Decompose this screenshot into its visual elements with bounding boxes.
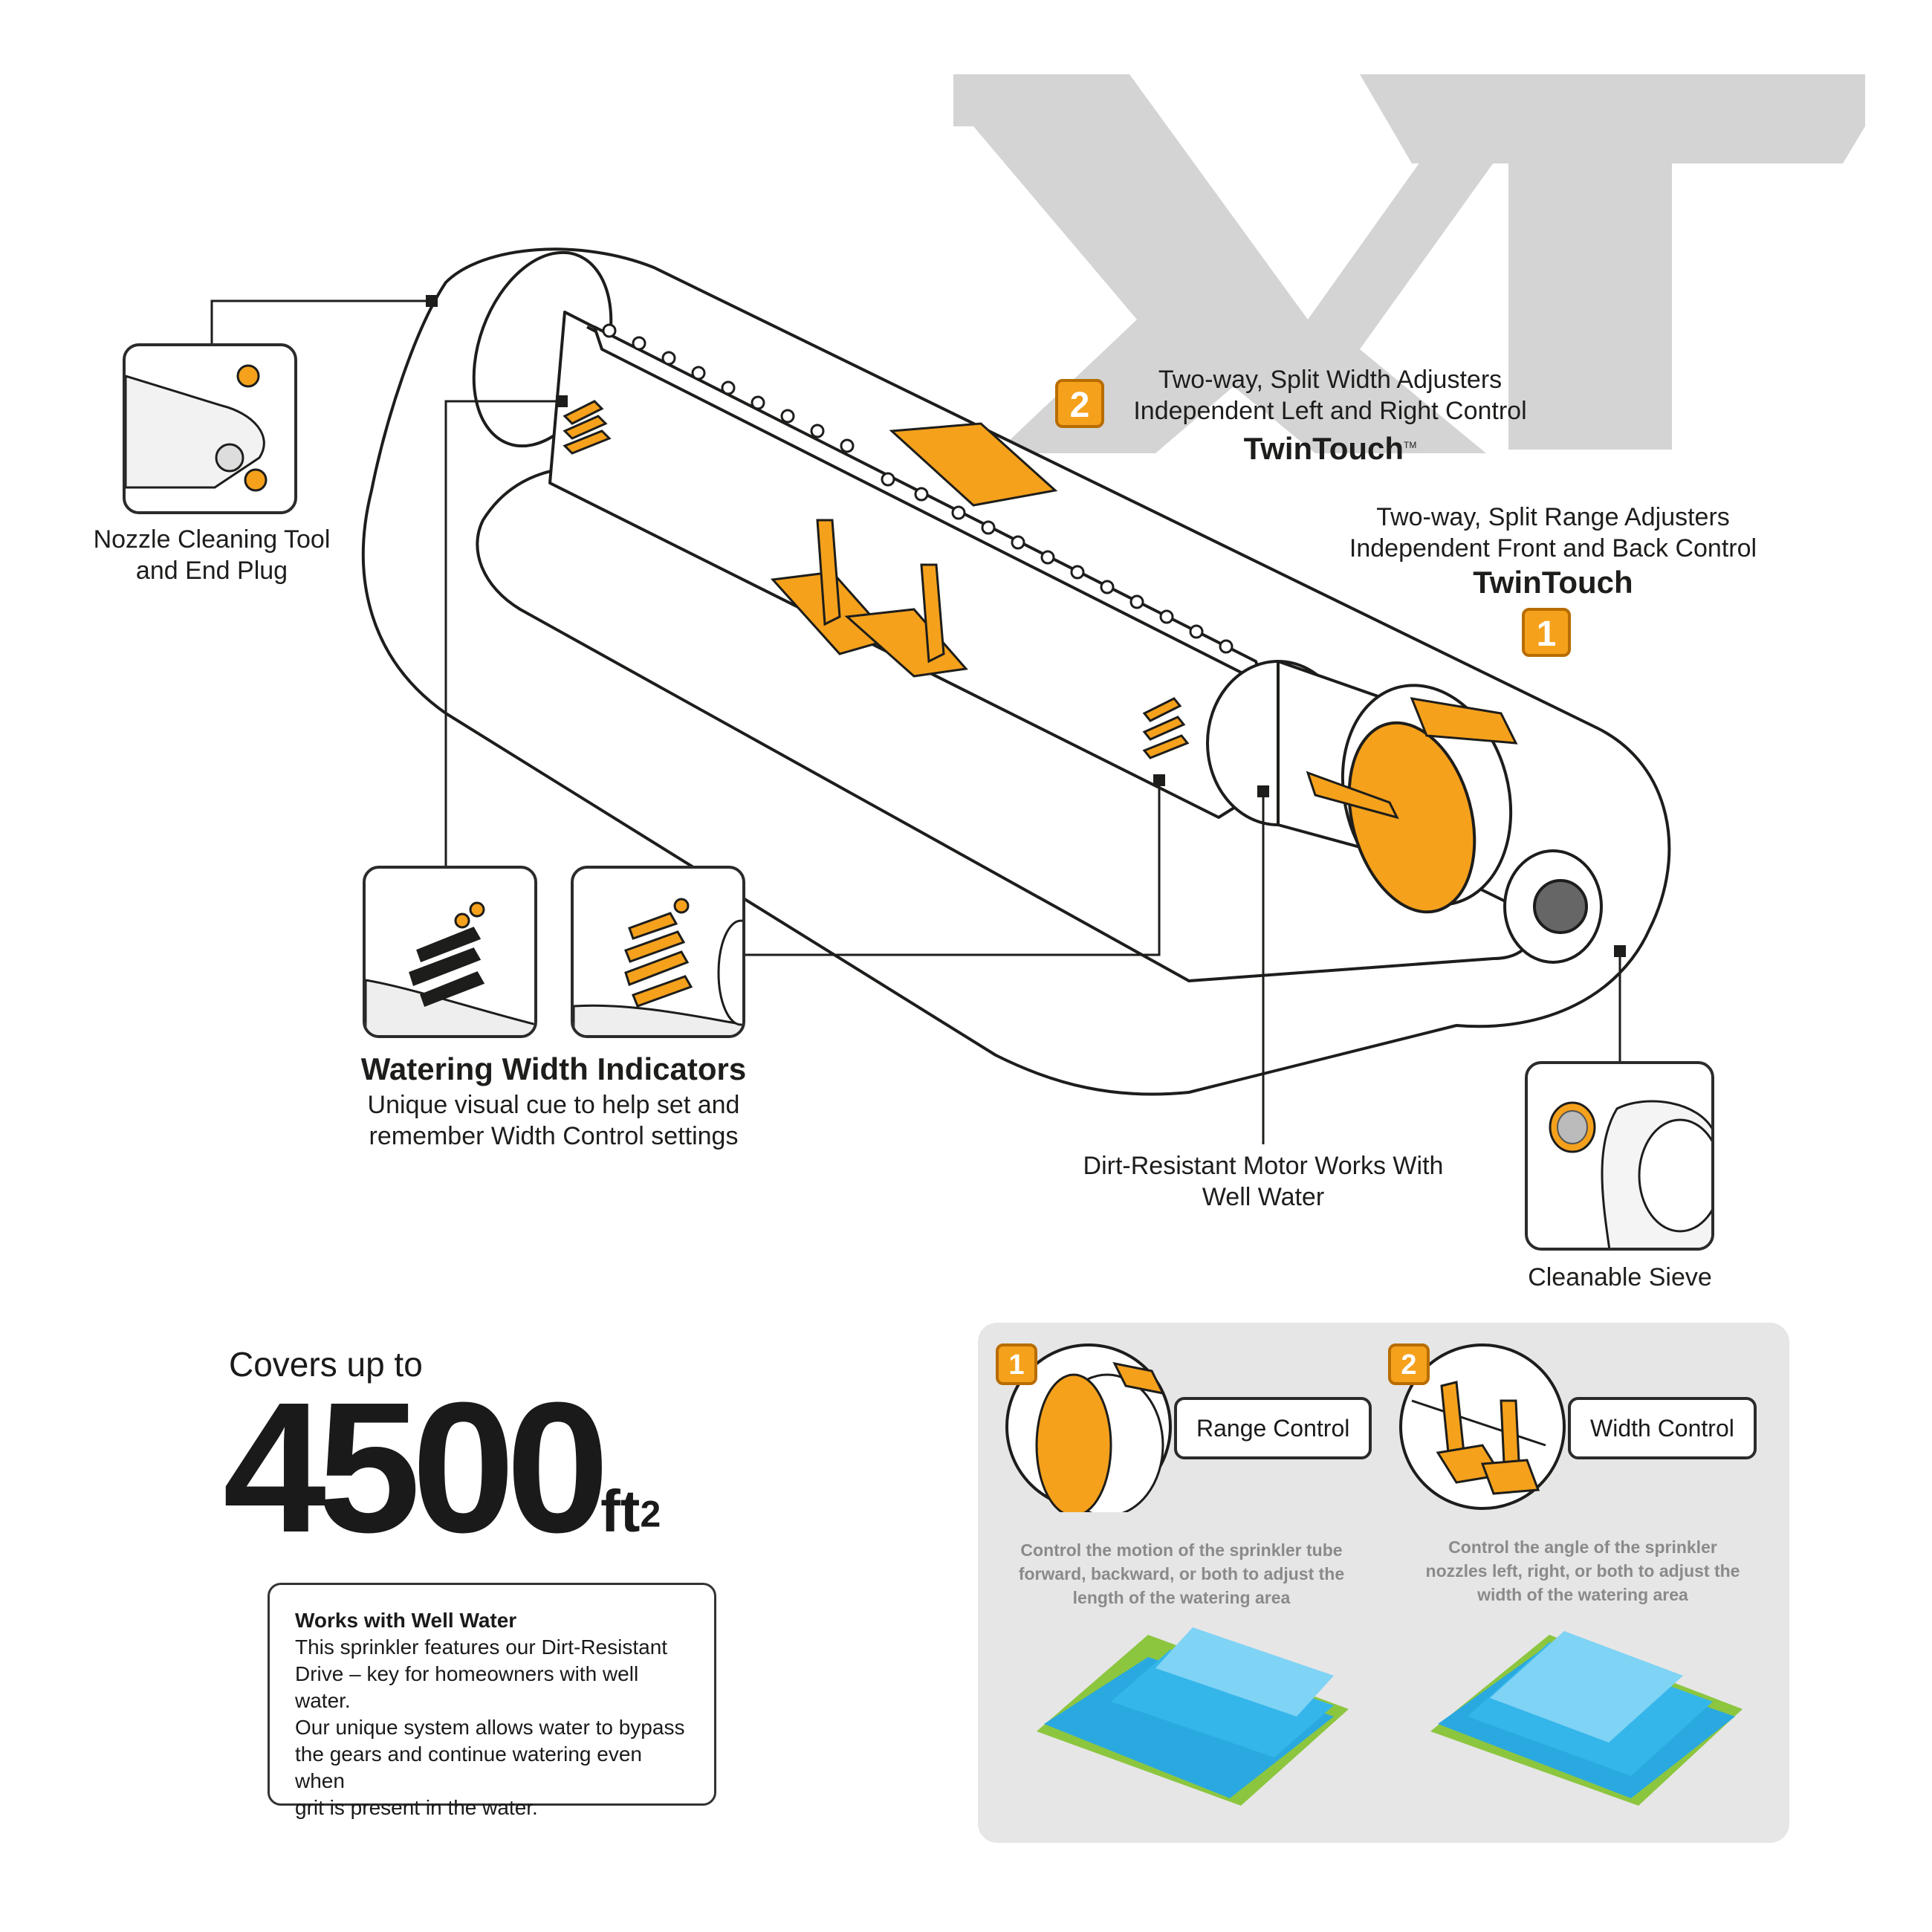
width-indicator-inset-on — [571, 866, 745, 1038]
width-control-tag: Width Control — [1568, 1397, 1757, 1459]
range-control-illustration — [1005, 1343, 1172, 1512]
coverage-value: 4500ft2 — [223, 1364, 661, 1571]
sieve-label: Cleanable Sieve — [1528, 1263, 1712, 1291]
well-water-box: Works with Well Water This sprinkler fea… — [268, 1583, 716, 1819]
width-coverage-layers — [1430, 1631, 1743, 1806]
width-control-desc: Control the angle of the sprinkler nozzl… — [1425, 1537, 1740, 1604]
range-adjusters-label: Two-way, Split Range Adjusters Independe… — [1349, 503, 1757, 600]
well-water-line: grit is present in the water. — [295, 1796, 538, 1819]
width-adjusters-label: Two-way, Split Width Adjusters Independe… — [1133, 366, 1527, 466]
well-water-line: the gears and continue watering even whe… — [295, 1743, 642, 1792]
watering-width-label: Watering Width Indicators Unique visual … — [360, 1051, 747, 1150]
well-water-line: Our unique system allows water to bypass — [295, 1716, 685, 1739]
sieve-inset — [1525, 1061, 1714, 1251]
range-control-badge: 1 — [996, 1343, 1037, 1385]
nozzle-tool-inset — [123, 343, 297, 514]
well-water-title: Works with Well Water — [295, 1609, 517, 1632]
nozzle-tool-label: Nozzle Cleaning Tool and End Plug — [93, 525, 331, 585]
width-indicator-inset-off — [363, 866, 537, 1038]
width-control-illustration — [1399, 1343, 1566, 1510]
range-adjusters-badge: 1 — [1522, 608, 1571, 657]
well-water-line: Drive – key for homeowners with well wat… — [295, 1662, 639, 1712]
width-control-badge: 2 — [1388, 1343, 1430, 1385]
range-control-tag: Range Control — [1174, 1397, 1372, 1459]
well-water-line: This sprinkler features our Dirt-Resista… — [295, 1636, 668, 1659]
motor-label: Dirt-Resistant Motor Works With Well Wat… — [1083, 1152, 1444, 1211]
range-control-desc: Control the motion of the sprinkler tube… — [1018, 1540, 1345, 1607]
coverage-prefix: Covers up to — [229, 1345, 423, 1384]
range-coverage-layers — [1037, 1627, 1349, 1806]
width-adjusters-badge: 2 — [1055, 379, 1104, 428]
